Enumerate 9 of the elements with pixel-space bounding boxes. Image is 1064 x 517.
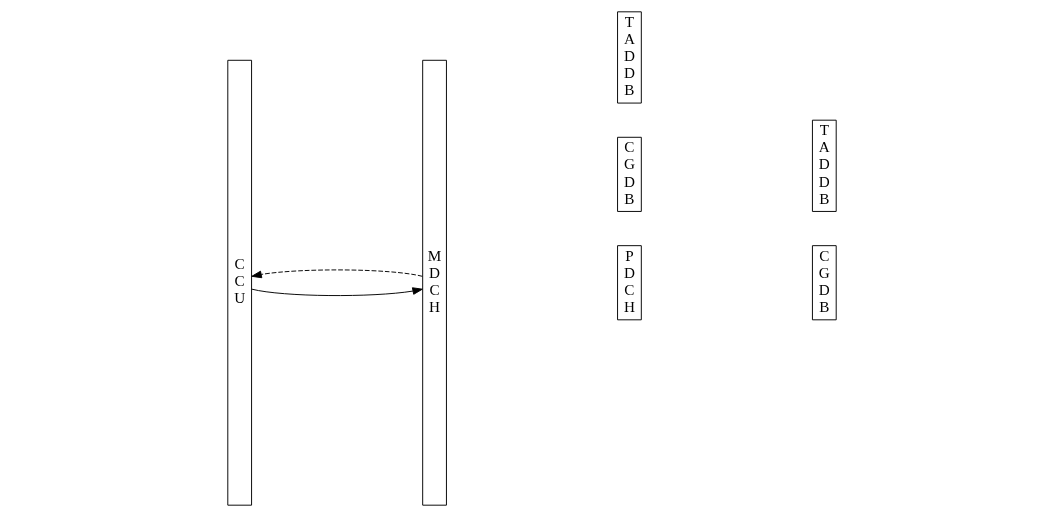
node-box: C G D B bbox=[811, 245, 837, 321]
node-box: P D C H bbox=[617, 245, 642, 321]
node-box: C G D B bbox=[617, 136, 642, 212]
arrow bbox=[251, 287, 423, 296]
node-box: T A D D B bbox=[811, 119, 837, 212]
arrow bbox=[251, 269, 423, 279]
node-box: C C U bbox=[227, 59, 253, 506]
node-box: T A D D B bbox=[617, 11, 642, 104]
node-box: M D C H bbox=[422, 59, 447, 506]
